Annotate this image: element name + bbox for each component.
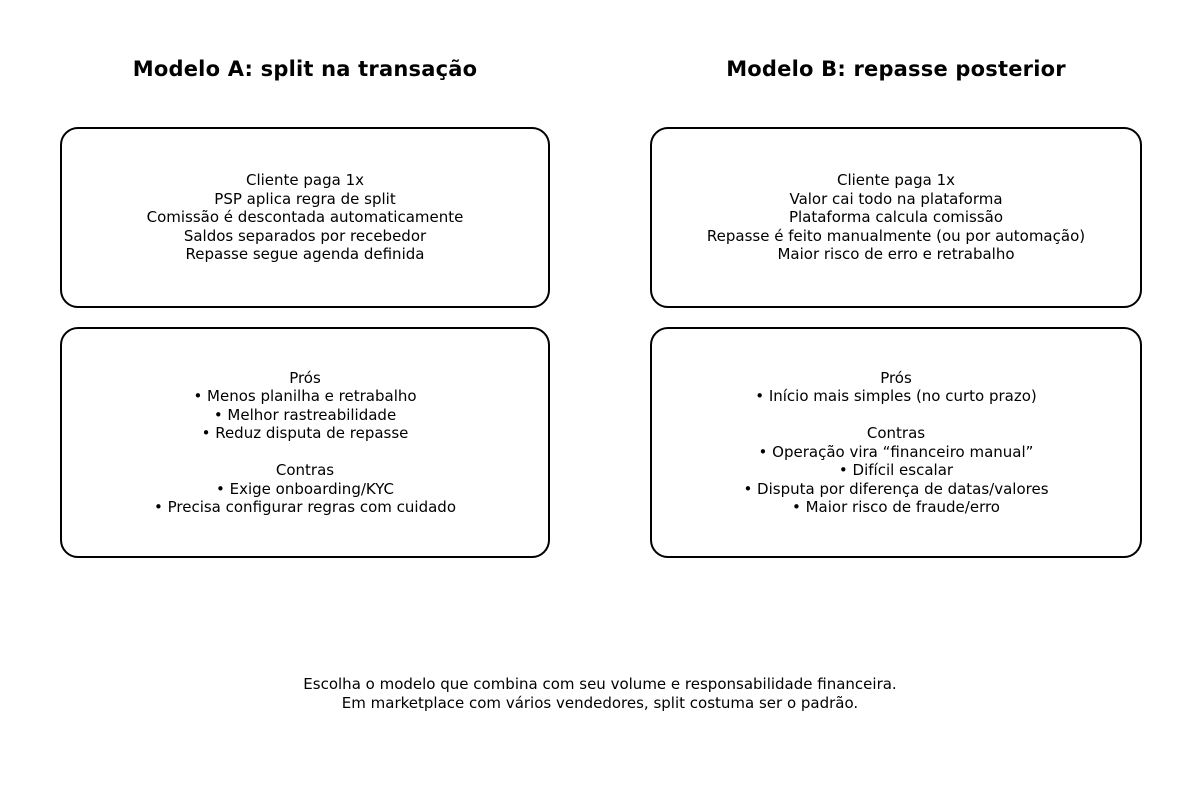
model-a-flow-box: Cliente paga 1x PSP aplica regra de spli…	[60, 127, 550, 308]
flow-line: Repasse segue agenda definida	[185, 245, 425, 264]
model-a-pros-cons-box: Prós • Menos planilha e retrabalho • Mel…	[60, 327, 550, 558]
blank-line	[652, 406, 1140, 425]
flow-line: Valor cai todo na plataforma	[789, 189, 1003, 208]
blank-line	[62, 443, 548, 462]
contras-item: • Precisa configurar regras com cuidado	[153, 498, 457, 516]
contras-item: • Difícil escalar	[838, 461, 954, 479]
pros-heading: Prós	[289, 368, 321, 387]
contras-item: • Maior risco de fraude/erro	[792, 498, 1000, 516]
footer-line: Escolha o modelo que combina com seu vol…	[303, 675, 897, 693]
pros-item: • Início mais simples (no curto prazo)	[755, 387, 1037, 405]
flow-line: Comissão é descontada automaticamente	[146, 208, 464, 227]
flow-line: Maior risco de erro e retrabalho	[777, 245, 1015, 264]
contras-heading: Contras	[275, 461, 335, 479]
pros-item: • Melhor rastreabilidade	[213, 405, 397, 424]
contras-heading: Contras	[866, 424, 926, 442]
flow-line: PSP aplica regra de split	[214, 189, 396, 208]
contras-item: • Exige onboarding/KYC	[215, 479, 395, 498]
contras-item: • Operação vira “financeiro manual”	[758, 442, 1034, 461]
contras-item: • Disputa por diferença de datas/valores	[743, 479, 1049, 498]
flow-line: Saldos separados por recebedor	[183, 226, 427, 245]
model-b-title: Modelo B: repasse posterior	[726, 57, 1066, 81]
footer-note: Escolha o modelo que combina com seu vol…	[0, 675, 1200, 713]
pros-heading: Prós	[880, 368, 912, 387]
flow-line: Cliente paga 1x	[836, 171, 956, 190]
model-a-pros-cons-content: Prós • Menos planilha e retrabalho • Mel…	[62, 369, 548, 517]
pros-item: • Reduz disputa de repasse	[201, 424, 409, 442]
flow-line: Repasse é feito manualmente (ou por auto…	[706, 226, 1086, 245]
model-b-pros-cons-content: Prós • Início mais simples (no curto pra…	[652, 369, 1140, 517]
model-a-title: Modelo A: split na transação	[132, 57, 478, 81]
model-a-flow-content: Cliente paga 1x PSP aplica regra de spli…	[62, 171, 548, 264]
model-b-pros-cons-box: Prós • Início mais simples (no curto pra…	[650, 327, 1142, 558]
flow-line: Cliente paga 1x	[245, 171, 365, 190]
model-b-flow-content: Cliente paga 1x Valor cai todo na plataf…	[652, 171, 1140, 264]
footer-line: Em marketplace com vários vendedores, sp…	[341, 694, 859, 712]
pros-item: • Menos planilha e retrabalho	[193, 387, 417, 405]
flow-line: Plataforma calcula comissão	[788, 208, 1004, 227]
model-b-flow-box: Cliente paga 1x Valor cai todo na plataf…	[650, 127, 1142, 308]
